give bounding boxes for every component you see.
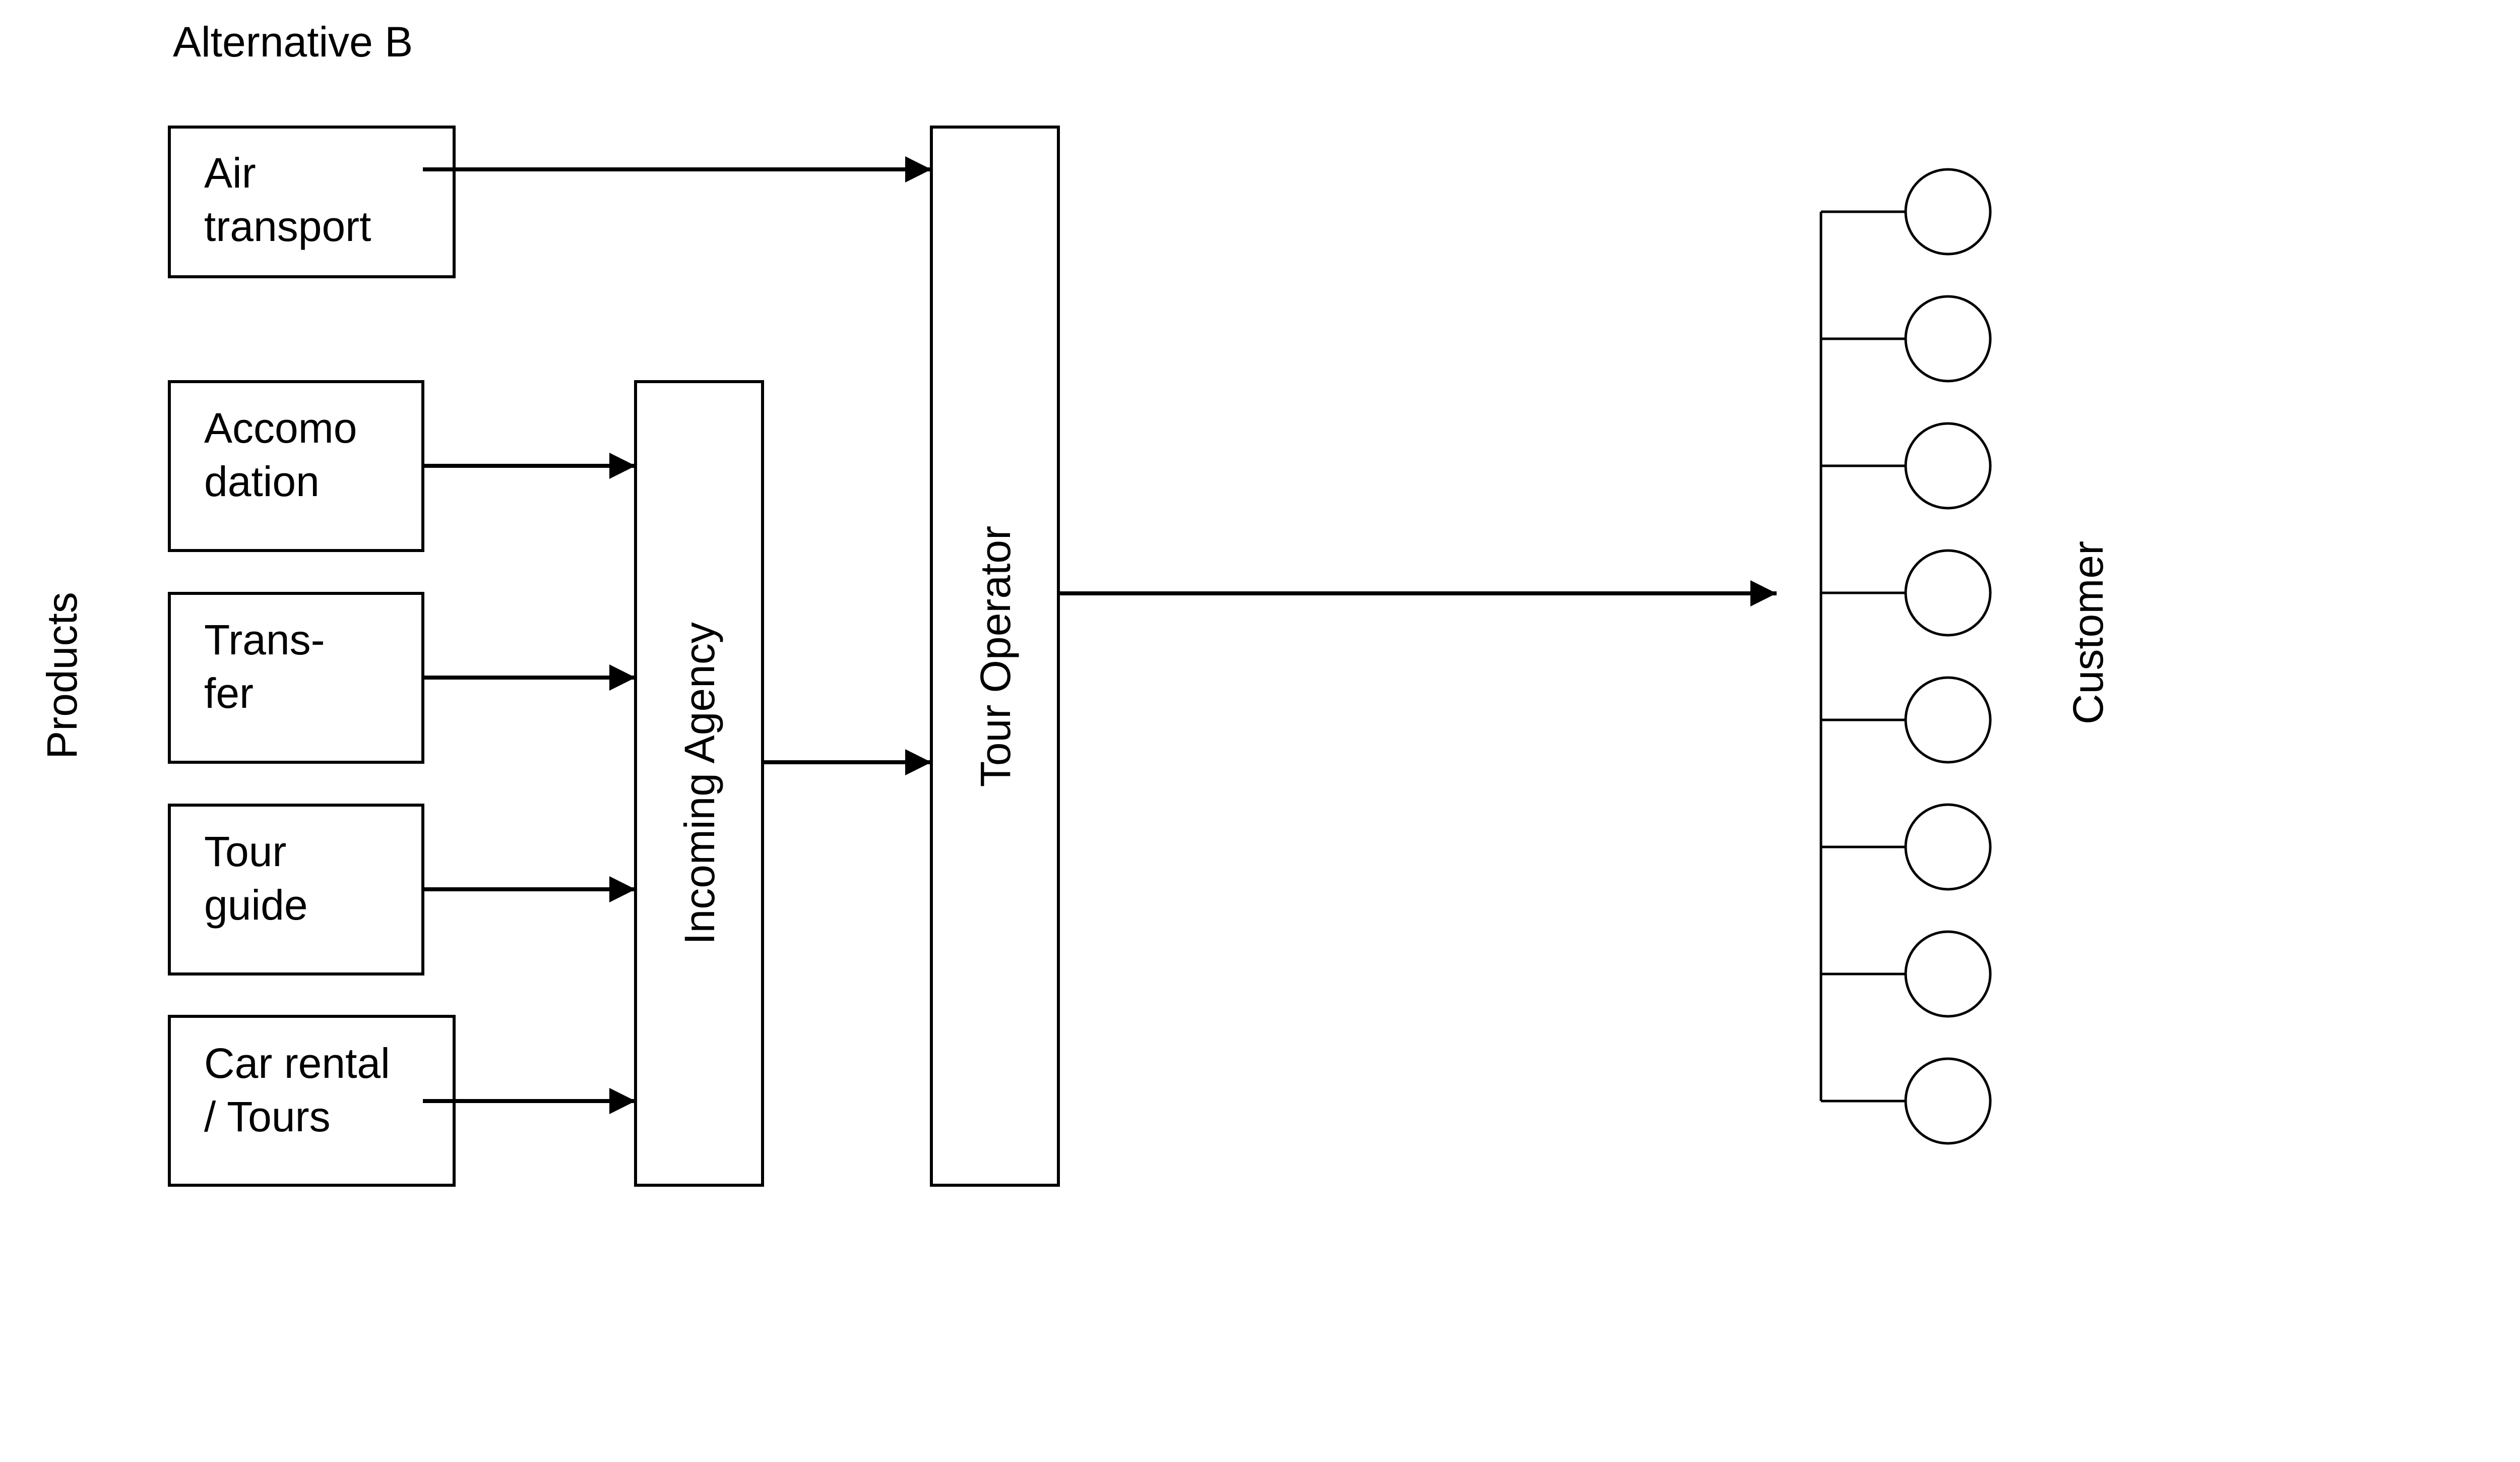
diagram-title: Alternative B bbox=[173, 18, 413, 66]
incoming-agency-box bbox=[634, 380, 764, 1187]
product-label-line-2: dation bbox=[204, 458, 320, 505]
customer-node bbox=[1904, 422, 1992, 510]
product-label-line-2: transport bbox=[204, 203, 371, 250]
product-box bbox=[168, 380, 424, 552]
product-label-line-1: Air bbox=[204, 149, 256, 197]
incoming-agency: Incoming Agency bbox=[634, 380, 764, 1187]
tour-operator-label: Tour Operator bbox=[972, 526, 1019, 787]
product-box bbox=[168, 804, 424, 976]
product-box bbox=[168, 592, 424, 764]
product-accommodation: Accomo dation bbox=[168, 380, 424, 552]
product-label-line-1: Trans- bbox=[204, 616, 325, 663]
product-transfer: Trans- fer bbox=[168, 592, 424, 764]
product-box bbox=[168, 126, 456, 278]
customer-node bbox=[1904, 676, 1992, 764]
product-label-line-1: Accomo bbox=[204, 404, 357, 452]
products-label: Products bbox=[38, 592, 86, 759]
tour-operator: Tour Operator bbox=[930, 126, 1060, 1187]
customer-node bbox=[1904, 549, 1992, 637]
product-label-line-2: / Tours bbox=[204, 1093, 331, 1140]
customer-node bbox=[1904, 930, 1992, 1018]
product-label-line-1: Car rental bbox=[204, 1040, 390, 1087]
customer-node bbox=[1904, 168, 1992, 256]
customer-label: Customer bbox=[2064, 541, 2112, 724]
customer-node bbox=[1904, 295, 1992, 383]
product-label-line-2: fer bbox=[204, 669, 254, 717]
product-label-line-2: guide bbox=[204, 881, 308, 929]
customer-node bbox=[1904, 1057, 1992, 1145]
product-tour-guide: Tour guide bbox=[168, 804, 424, 976]
product-air-transport: Air transport bbox=[168, 126, 456, 278]
tour-operator-box bbox=[930, 126, 1060, 1187]
customer-group bbox=[1819, 168, 1992, 1145]
product-box bbox=[168, 1015, 456, 1187]
product-car-rental-tours: Car rental / Tours bbox=[168, 1015, 456, 1187]
incoming-agency-label: Incoming Agency bbox=[676, 622, 723, 945]
product-label-line-1: Tour bbox=[204, 828, 286, 875]
customer-node bbox=[1904, 803, 1992, 891]
